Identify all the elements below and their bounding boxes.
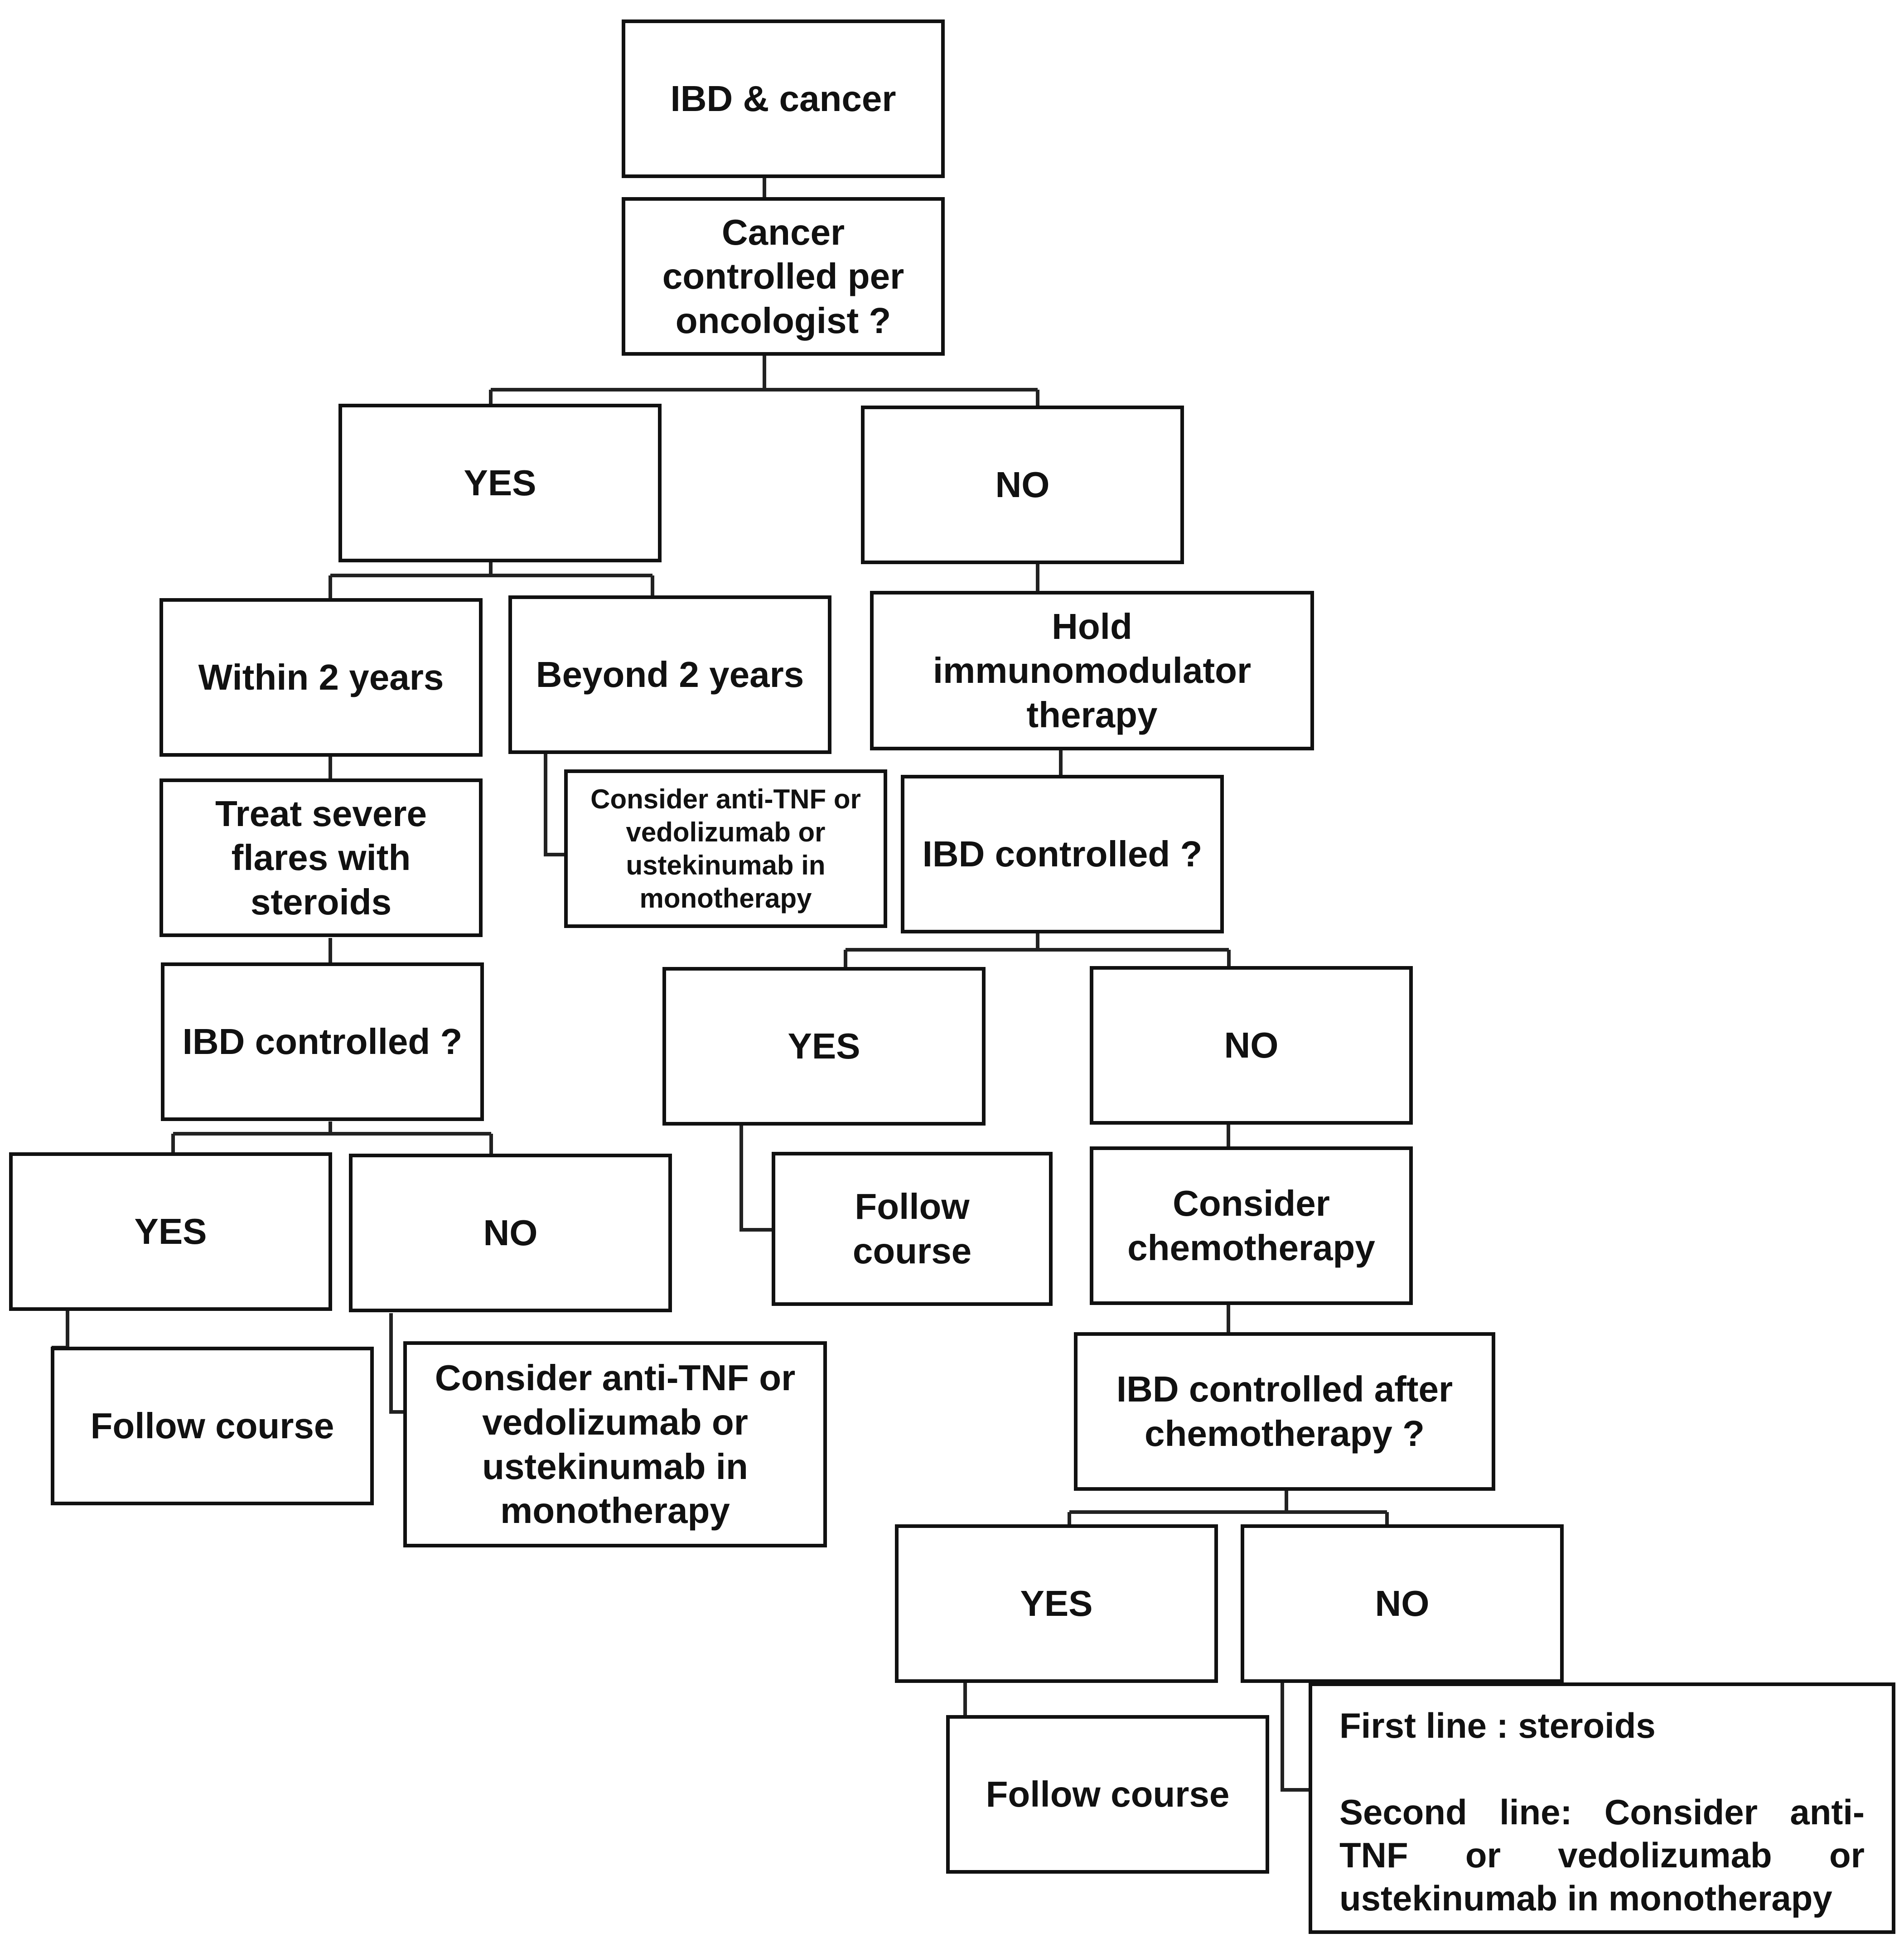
node-follow-course-left: Follow course <box>51 1347 374 1505</box>
node-ibd-controlled-after-chemo-label: IBD controlled after chemotherapy ? <box>1116 1369 1453 1454</box>
node-no-ibd-left-label: NO <box>483 1213 538 1253</box>
node-yes-ibd-mid-label: YES <box>788 1026 860 1067</box>
node-no-after-chemo: NO <box>1241 1524 1564 1683</box>
node-treat-severe-flares-label: Treat severe flares with steroids <box>215 793 427 922</box>
node-yes-ibd-mid: YES <box>662 967 986 1126</box>
node-hold-immunomodulator: Hold immunomodulator therapy <box>870 591 1314 750</box>
connector-chemo-branches <box>1068 1491 1389 1525</box>
node-consider-chemotherapy-label: Consider chemotherapy <box>1127 1183 1375 1268</box>
node-beyond-2-years: Beyond 2 years <box>508 595 831 754</box>
node-follow-course-chemo-label: Follow course <box>986 1774 1230 1815</box>
node-within-2-years: Within 2 years <box>159 598 483 757</box>
node-beyond-2-years-label: Beyond 2 years <box>536 654 804 695</box>
node-no-ibd-mid-label: NO <box>1224 1025 1279 1066</box>
node-ibd-controlled-after-chemo: IBD controlled after chemotherapy ? <box>1074 1332 1495 1491</box>
connector-ibd-mid-branches <box>844 933 1231 968</box>
node-no-after-chemo-label: NO <box>1375 1583 1430 1624</box>
node-within-2-years-label: Within 2 years <box>198 657 444 698</box>
node-beyond-consider-biologics: Consider anti-TNF or vedolizumab or uste… <box>564 769 887 928</box>
connector-no-chemo-final <box>1281 1682 1313 1792</box>
node-yes-ibd-left: YES <box>9 1152 332 1311</box>
node-ibd-cancer: IBD & cancer <box>622 19 945 178</box>
first-line-text: First line : steroids <box>1339 1706 1656 1745</box>
node-yes-cancer-controlled: YES <box>338 404 662 562</box>
node-yes-after-chemo-label: YES <box>1020 1583 1093 1624</box>
node-cancer-controlled-question-label: Cancer controlled per oncologist ? <box>662 212 904 341</box>
node-consider-chemotherapy: Consider chemotherapy <box>1090 1146 1413 1305</box>
node-treat-severe-flares: Treat severe flares with steroids <box>159 778 483 937</box>
connector-ibd-left-branches <box>171 1121 493 1155</box>
node-beyond-consider-biologics-label: Consider anti-TNF or vedolizumab or uste… <box>590 783 861 914</box>
node-no-ibd-mid: NO <box>1090 966 1413 1125</box>
connector-question-branches <box>489 355 1039 406</box>
node-ibd-controlled-left-label: IBD controlled ? <box>182 1021 463 1062</box>
node-no-cancer-controlled: NO <box>861 406 1184 564</box>
node-yes-after-chemo: YES <box>895 1524 1218 1683</box>
node-ibd-controlled-left: IBD controlled ? <box>161 962 484 1121</box>
node-follow-course-left-label: Follow course <box>90 1406 334 1446</box>
node-hold-immunomodulator-label: Hold immunomodulator therapy <box>933 606 1252 735</box>
connector-yes-mid-follow <box>739 1126 773 1232</box>
node-ibd-controlled-mid: IBD controlled ? <box>901 775 1224 933</box>
node-cancer-controlled-question: Cancer controlled per oncologist ? <box>622 197 945 356</box>
node-yes-ibd-left-label: YES <box>134 1211 207 1252</box>
node-final-treatment-lines: First line : steroids Second line: Consi… <box>1309 1682 1895 1934</box>
connector-no-left-consider <box>389 1313 405 1414</box>
node-consider-biologics-left: Consider anti-TNF or vedolizumab or uste… <box>403 1341 827 1547</box>
node-consider-biologics-left-label: Consider anti-TNF or vedolizumab or uste… <box>435 1358 796 1531</box>
paragraph-gap <box>1339 1747 1865 1791</box>
connector-beyond-consider <box>544 753 565 856</box>
node-follow-course-chemo: Follow course <box>946 1715 1269 1874</box>
node-yes-cancer-controlled-label: YES <box>464 463 536 503</box>
connector-yes-left-follow <box>52 1311 69 1349</box>
node-ibd-cancer-label: IBD & cancer <box>670 78 896 119</box>
node-no-cancer-controlled-label: NO <box>995 464 1050 505</box>
node-follow-course-mid: Follow course <box>772 1152 1053 1306</box>
node-follow-course-mid-label: Follow course <box>852 1186 972 1271</box>
node-ibd-controlled-mid-label: IBD controlled ? <box>922 834 1203 875</box>
node-no-ibd-left: NO <box>349 1154 672 1312</box>
connector-yes-timeframes <box>329 562 654 599</box>
second-line-text: Second line: Consider anti-TNF or vedoli… <box>1339 1792 1865 1919</box>
